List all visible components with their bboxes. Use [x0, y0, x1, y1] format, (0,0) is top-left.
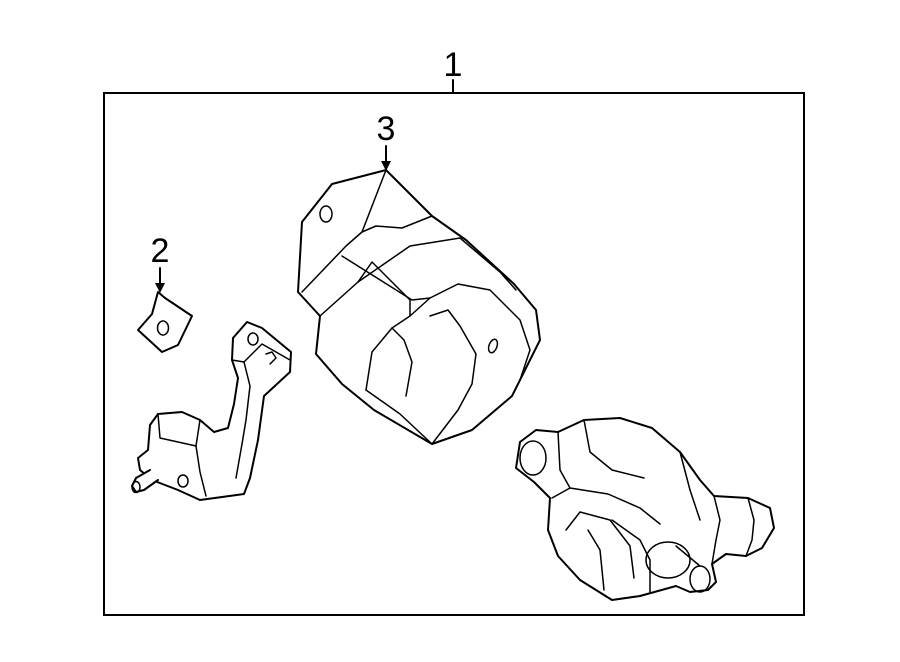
water-pump	[515, 417, 775, 601]
callout-1-label: 1	[444, 46, 463, 84]
part-3-cover	[297, 169, 541, 445]
callout-2-arrowhead	[155, 283, 165, 293]
part-2-clip	[137, 291, 193, 353]
callout-3-arrowhead	[381, 161, 391, 171]
callout-3-label: 3	[377, 110, 396, 148]
callout-2-label: 2	[151, 232, 170, 270]
mount-bracket	[131, 321, 292, 501]
